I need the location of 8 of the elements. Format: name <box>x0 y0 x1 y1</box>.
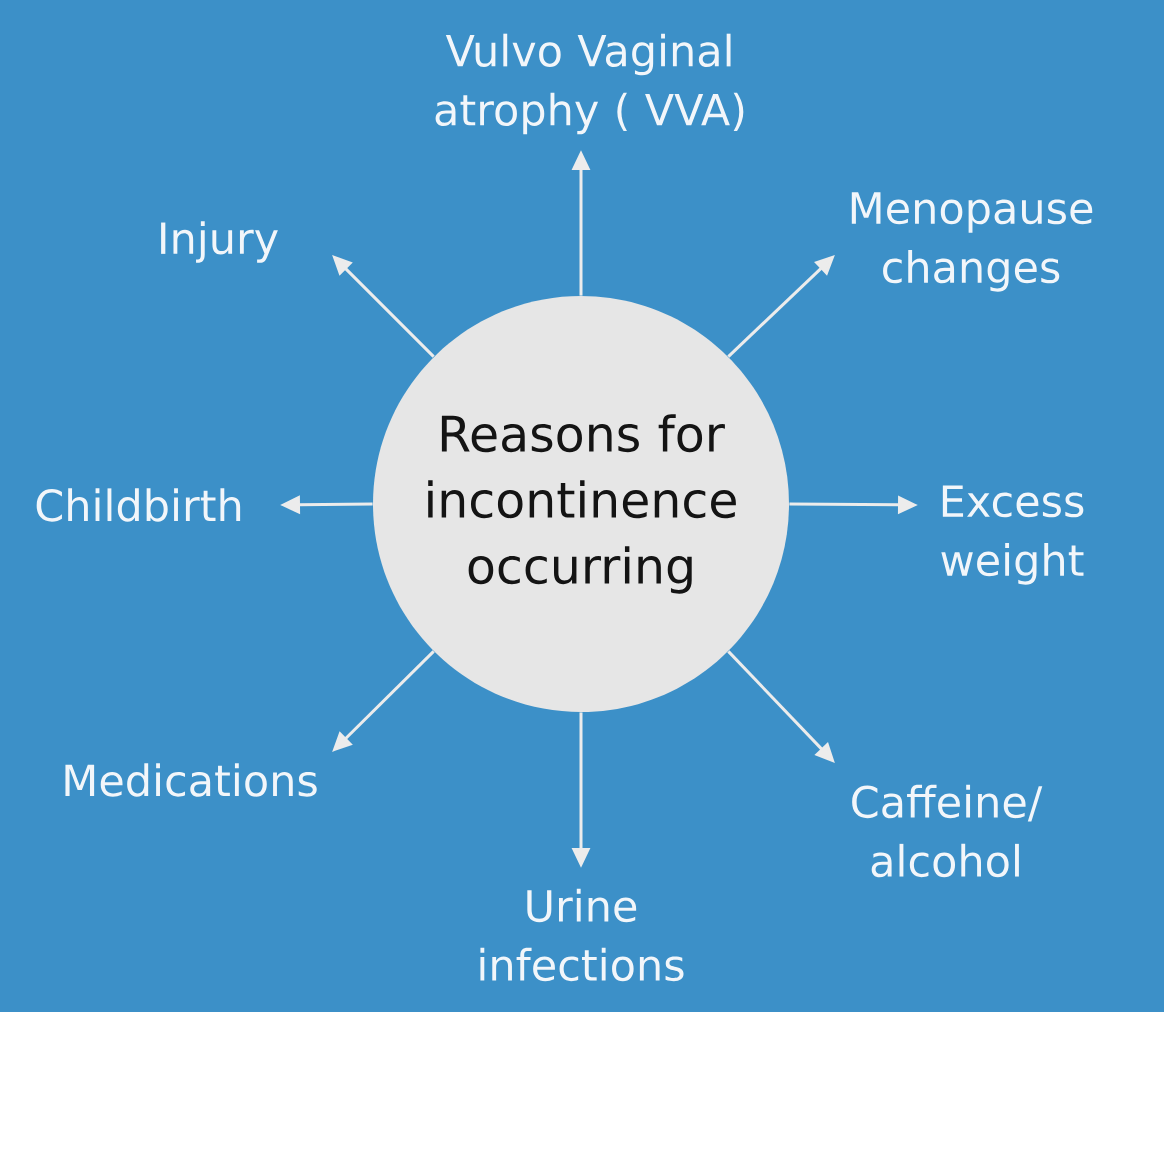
text-label: Medications <box>65 763 317 797</box>
text-label: Injury <box>161 221 278 263</box>
text-label: Menopause changes <box>851 192 1093 292</box>
text-label: Caffeine/ alcohol <box>852 784 1043 878</box>
text-label: Urine infections <box>480 888 684 982</box>
text-label: Excess weight <box>941 485 1084 585</box>
text-label: Childbirth <box>36 488 241 522</box>
text-label: Vulvo Vaginal atrophy ( VVA) <box>435 33 744 135</box>
